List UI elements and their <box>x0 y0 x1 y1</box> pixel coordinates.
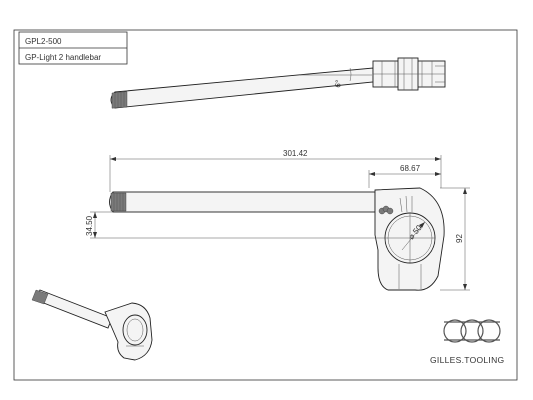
side-tube <box>112 191 376 213</box>
brand-name: GILLES.TOOLING <box>430 355 504 365</box>
clamp-length-dimension: 68.67 <box>368 164 441 188</box>
title-block: GPL2-500 GP-Light 2 handlebar <box>18 31 128 65</box>
top-view: 6° <box>110 57 446 109</box>
brand-emblem-icon <box>443 319 501 343</box>
overall-length-dimension: 301.42 <box>109 149 442 192</box>
side-clamp: ⌀ 50 <box>374 187 445 291</box>
isometric-view <box>31 289 153 361</box>
top-clamp <box>372 57 446 91</box>
angle-label: 6° <box>333 79 343 88</box>
tube-offset-label: 34.50 <box>85 215 94 236</box>
top-grip-knurl <box>111 91 128 109</box>
clamp-length-label: 68.67 <box>400 164 421 173</box>
sheet-border <box>13 29 518 381</box>
clamp-logo-icon <box>378 205 394 215</box>
side-view: 301.42 68.67 <box>85 149 470 291</box>
brand-logo: GILLES.TOOLING <box>430 319 504 365</box>
height-label: 92 <box>455 234 464 243</box>
angle-dimension: 6° <box>300 67 372 88</box>
side-grip-knurl <box>110 192 127 212</box>
tube-offset-dimension: 34.50 <box>85 211 385 239</box>
height-dimension: 92 <box>440 187 470 291</box>
part-number: GPL2-500 <box>25 37 62 46</box>
overall-length-label: 301.42 <box>283 149 308 158</box>
part-description: GP-Light 2 handlebar <box>25 53 101 62</box>
